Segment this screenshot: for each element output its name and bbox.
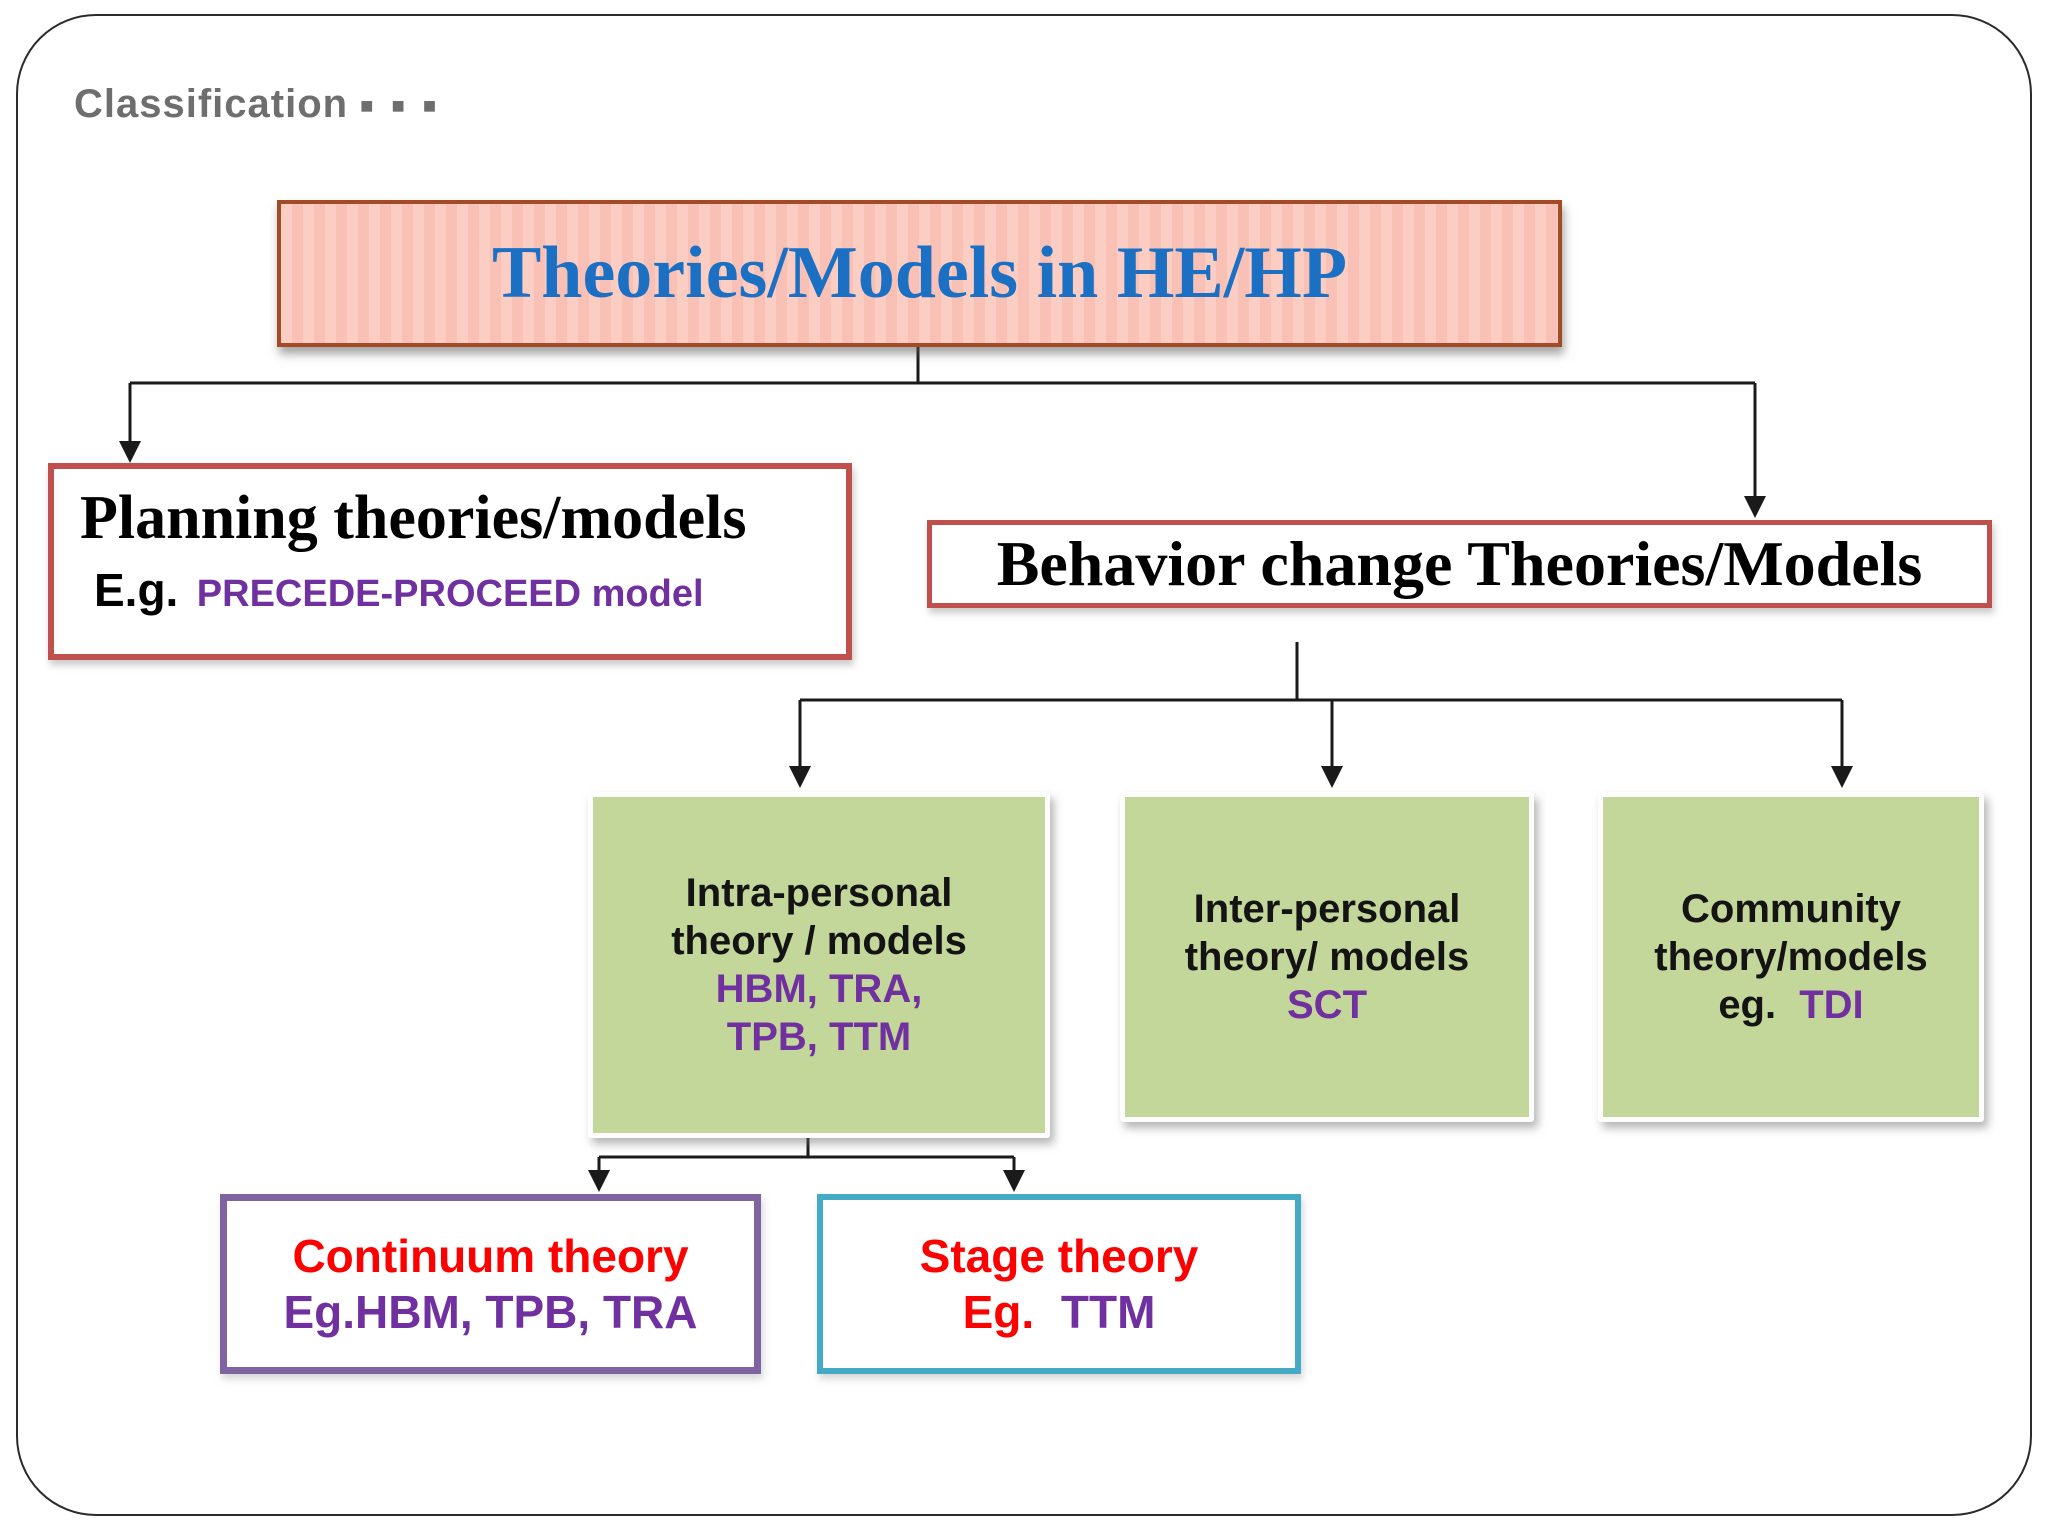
- behavior-change-label: Behavior change Theories/Models: [996, 528, 1923, 599]
- root-box-label: Theories/Models in HE/HP: [491, 232, 1348, 314]
- community-line1: Community: [1681, 887, 1901, 931]
- community-eg-prefix: eg.: [1718, 983, 1777, 1027]
- community-example-line: eg. TDI: [1718, 981, 1863, 1029]
- community-acronym: TDI: [1799, 983, 1864, 1027]
- continuum-theory-box: Continuum theory Eg.HBM, TPB, TRA: [220, 1194, 761, 1374]
- intrapersonal-acronyms-2: TPB, TTM: [726, 1015, 912, 1059]
- planning-theories-box: Planning theories/models E.g. PRECEDE-PR…: [48, 463, 852, 660]
- intrapersonal-line2: theory / models: [671, 919, 967, 963]
- intrapersonal-box: Intra-personal theory / models HBM, TRA,…: [588, 792, 1050, 1138]
- interpersonal-box: Inter-personal theory/ models SCT: [1120, 792, 1534, 1122]
- planning-title: Planning theories/models: [80, 484, 747, 552]
- continuum-title: Continuum theory: [292, 1230, 689, 1282]
- slide-heading: Classification ■ ■ ■: [74, 82, 442, 127]
- intrapersonal-line1: Intra-personal: [685, 871, 953, 915]
- interpersonal-acronym: SCT: [1287, 983, 1367, 1027]
- community-box: Community theory/models eg. TDI: [1598, 792, 1984, 1122]
- stage-theory-box: Stage theory Eg. TTM: [817, 1194, 1301, 1374]
- stage-title: Stage theory: [919, 1230, 1199, 1282]
- planning-eg-value: PRECEDE-PROCEED model: [196, 573, 704, 615]
- stage-eg-prefix: Eg.: [962, 1286, 1035, 1338]
- interpersonal-line1: Inter-personal: [1193, 887, 1461, 931]
- slide-frame: [16, 14, 2032, 1516]
- root-box-theories-models: Theories/Models in HE/HP: [277, 200, 1562, 347]
- continuum-examples: Eg.HBM, TPB, TRA: [283, 1286, 698, 1338]
- slide-heading-label: Classification: [74, 82, 349, 126]
- community-line2: theory/models: [1654, 935, 1928, 979]
- behavior-change-box: Behavior change Theories/Models: [927, 520, 1992, 608]
- planning-example-line: E.g. PRECEDE-PROCEED model: [94, 563, 846, 617]
- planning-eg-prefix: E.g.: [94, 564, 179, 616]
- heading-dots-icon: ■ ■ ■: [360, 93, 443, 118]
- stage-example-line: Eg. TTM: [963, 1284, 1156, 1340]
- interpersonal-line2: theory/ models: [1184, 935, 1470, 979]
- intrapersonal-acronyms-1: HBM, TRA,: [715, 967, 923, 1011]
- stage-acronym: TTM: [1060, 1286, 1156, 1338]
